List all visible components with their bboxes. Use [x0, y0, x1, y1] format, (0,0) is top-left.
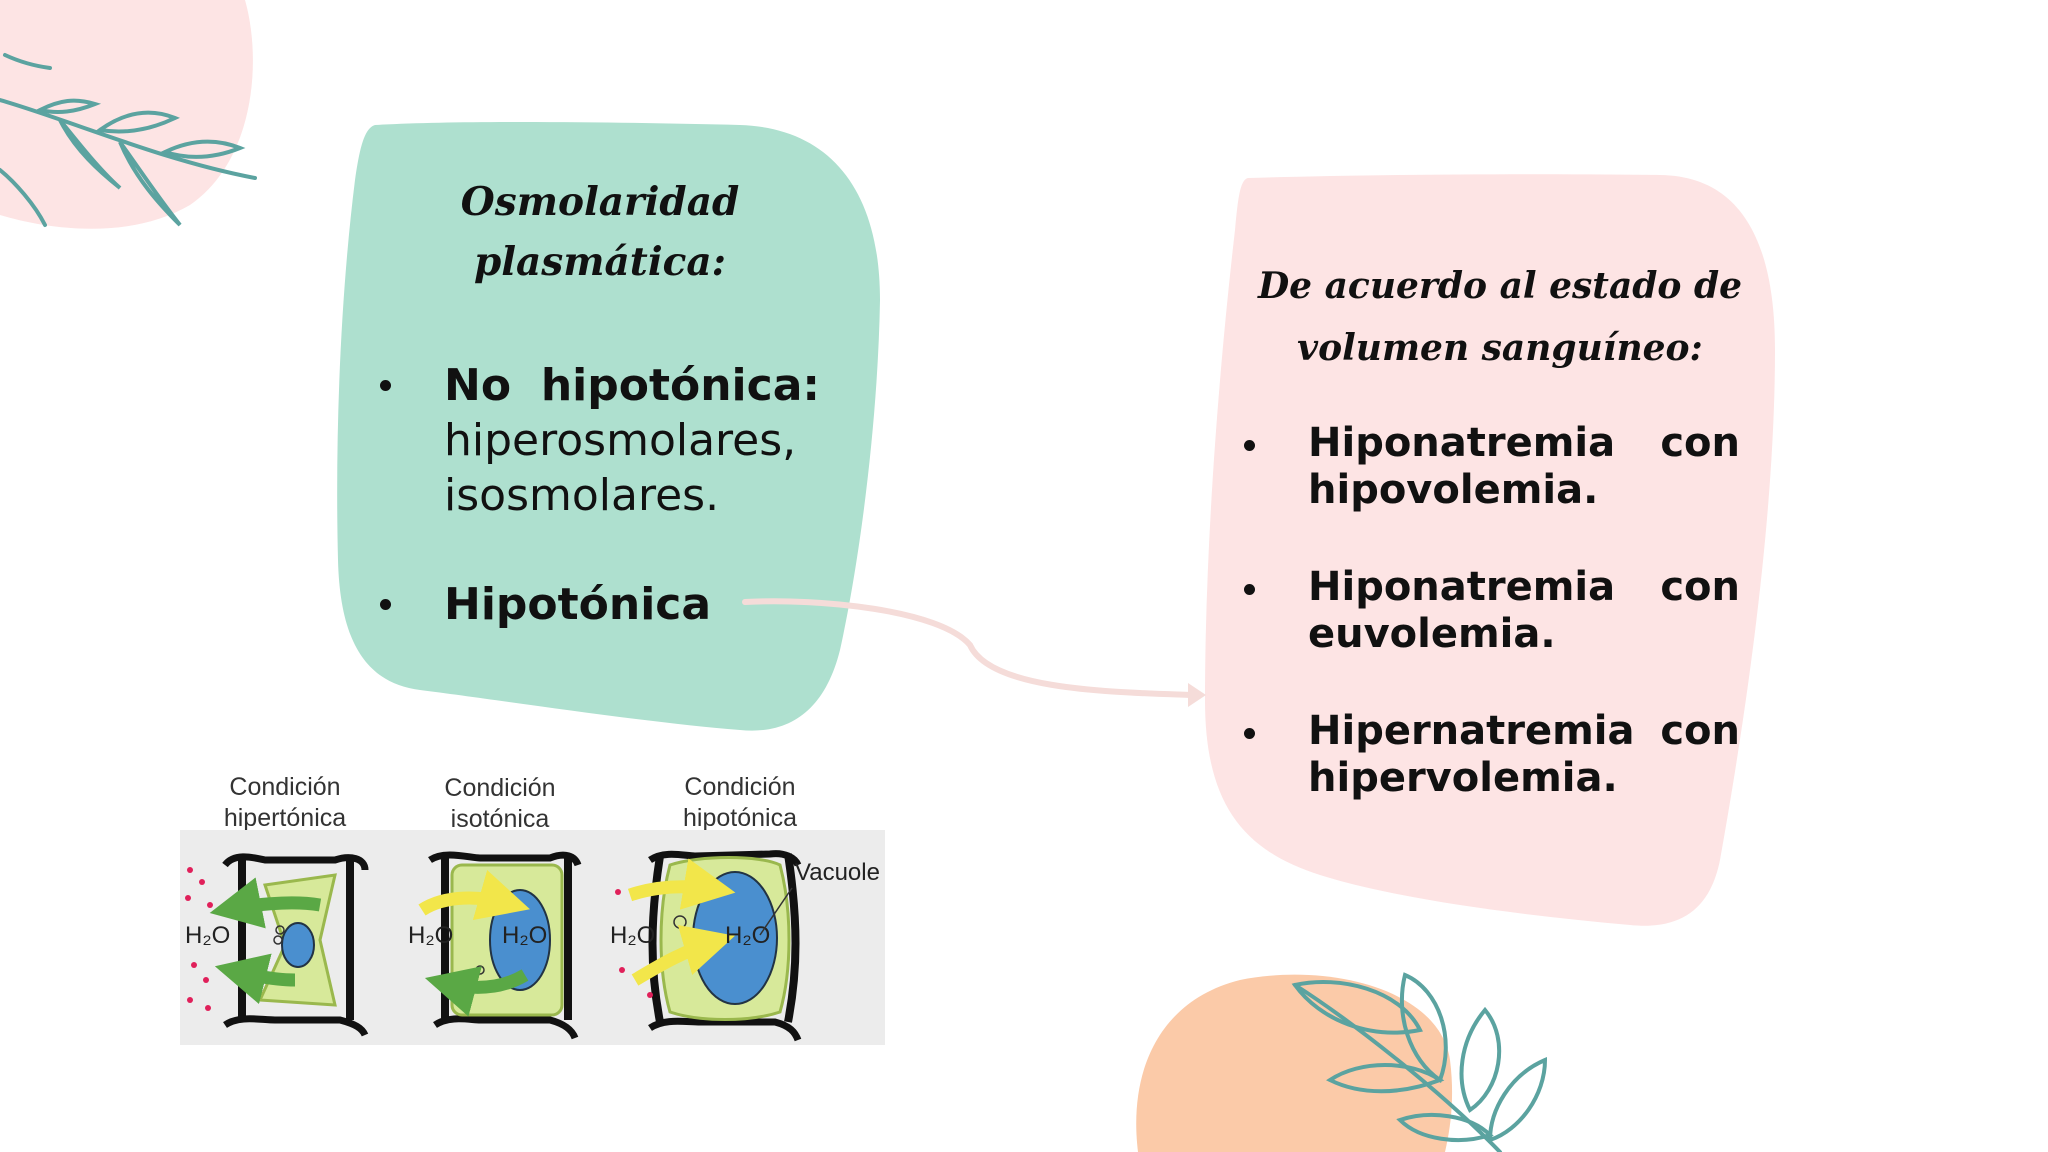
peach-blob-bottom: [1136, 974, 1453, 1152]
cell-isotonic: H₂O H₂O: [408, 851, 582, 1040]
condition-label-hypertonic: Condición hipertónica: [223, 773, 347, 832]
cell-hypotonic: H₂O H₂O Vacuole: [610, 850, 880, 1042]
h2o-label: H₂O: [725, 922, 770, 949]
bullet-icon: [1244, 584, 1255, 595]
connector-arrow: [742, 598, 1193, 698]
list-item: Hipotónica: [380, 577, 820, 632]
solute-dots: [185, 867, 213, 1011]
no-hipotonica-line1: No hipotónica:: [444, 358, 820, 413]
item-con: con: [1660, 708, 1740, 754]
no-hipotonica-line2: hiperosmolares,: [444, 415, 797, 466]
right-card-title: De acuerdo al estado de volumen sanguíne…: [1250, 255, 1750, 379]
left-title-line1: Osmolaridad: [460, 179, 740, 225]
item-line1: Hiponatremia con: [1308, 564, 1740, 611]
item-line2: hipovolemia.: [1308, 467, 1599, 513]
cell-hypertonic: H₂O: [185, 853, 369, 1037]
solute-dots: [615, 889, 653, 998]
h2o-label: H₂O: [185, 922, 230, 949]
item-line1: Hiponatremia con: [1308, 420, 1740, 467]
no-hipotonica-word2: hipotónica:: [540, 360, 820, 411]
vacuole-label: Vacuole: [795, 859, 880, 886]
bullet-icon: [380, 380, 391, 391]
list-item: Hipernatremia con hipervolemia.: [1240, 708, 1740, 802]
left-card-title: Osmolaridad plasmática:: [410, 172, 790, 292]
item-word: Hiponatremia: [1308, 420, 1616, 466]
right-card-list: Hiponatremia con hipovolemia. Hiponatrem…: [1240, 420, 1740, 802]
right-title-line2: volumen sanguíneo:: [1297, 327, 1703, 369]
list-item: Hiponatremia con euvolemia.: [1240, 564, 1740, 658]
leaf-branch-top-left-icon: [0, 53, 257, 227]
h2o-label: H₂O: [408, 922, 453, 949]
no-hipotonica-line3: isosmolares.: [444, 470, 720, 521]
item-line1: Hipernatremia con: [1308, 708, 1740, 755]
h2o-label: H₂O: [502, 922, 547, 949]
bullet-icon: [1244, 440, 1255, 451]
item-con: con: [1660, 420, 1740, 466]
item-line2: hipervolemia.: [1308, 755, 1618, 801]
item-word: Hipernatremia: [1308, 708, 1635, 754]
connector-arrow-head-icon: [1188, 683, 1206, 707]
item-line2: euvolemia.: [1308, 611, 1556, 657]
condition-label-isotonic: Condición isotónica: [444, 774, 556, 833]
item-word: Hiponatremia: [1308, 564, 1616, 610]
item-con: con: [1660, 564, 1740, 610]
mint-card-shape: [337, 121, 881, 731]
bullet-icon: [380, 599, 391, 610]
osmosis-figure: H₂O H₂O H₂O H₂O H₂O Vacuole: [180, 830, 885, 1045]
left-card-list: No hipotónica: hiperosmolares, isosmolar…: [380, 358, 820, 632]
list-item: Hiponatremia con hipovolemia.: [1240, 420, 1740, 514]
h2o-label: H₂O: [610, 922, 655, 949]
hipotonica-label: Hipotónica: [444, 579, 712, 630]
right-title-line1: De acuerdo al estado de: [1257, 265, 1743, 307]
left-title-line2: plasmática:: [473, 239, 727, 285]
no-hipotonica-word1: No: [444, 360, 512, 411]
pink-card-shape: [1205, 174, 1775, 926]
bullet-icon: [1244, 728, 1255, 739]
list-item: No hipotónica: hiperosmolares, isosmolar…: [380, 358, 820, 523]
leaf-branch-bottom-icon: [1291, 972, 1548, 1152]
condition-label-hypotonic: Condición hipotónica: [683, 773, 797, 832]
